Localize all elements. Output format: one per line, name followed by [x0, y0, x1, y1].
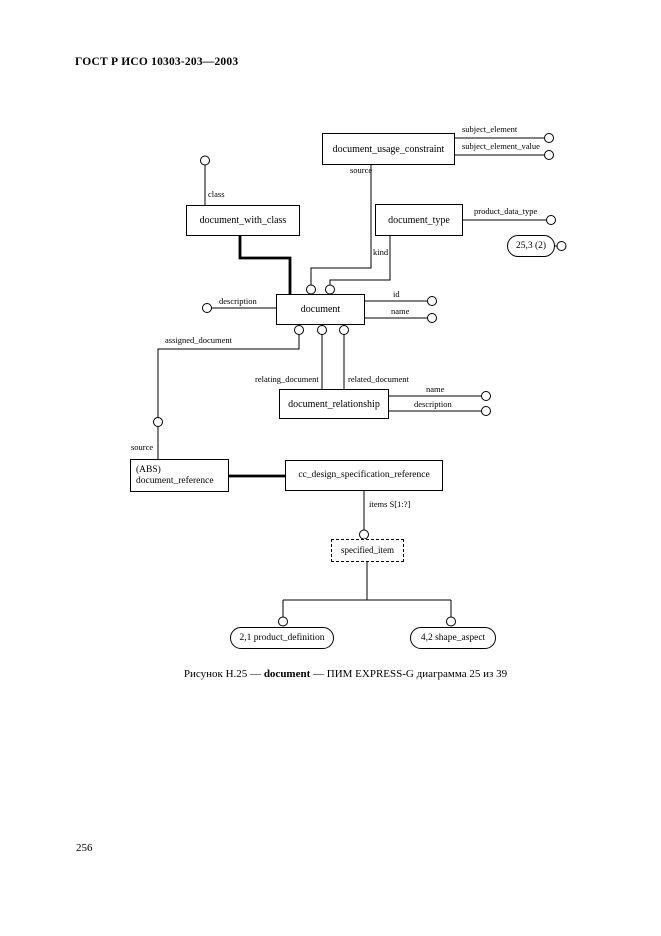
- attribute-lines: [157, 137, 557, 617]
- circle-description-document: [202, 303, 212, 313]
- entity-document-reference: (ABS) document_reference: [130, 459, 229, 492]
- label-source-reference: source: [131, 442, 154, 452]
- label-id: id: [393, 289, 400, 299]
- circle-pageref: [556, 241, 567, 251]
- circle-subject-element: [544, 133, 554, 143]
- entity-document: document: [276, 294, 365, 325]
- figure-caption-entity: document: [263, 668, 311, 680]
- page-header: ГОСТ Р ИСО 10303-203—2003: [75, 56, 239, 68]
- circle-related-document: [339, 325, 349, 335]
- circle-id: [427, 296, 437, 306]
- label-description-document: description: [219, 296, 257, 306]
- label-subject-element-value: subject_element_value: [462, 141, 540, 151]
- label-name-relationship: name: [426, 384, 445, 394]
- label-name-document: name: [391, 306, 410, 316]
- circle-assigned-document: [294, 325, 304, 335]
- supertype-thick-lines: [229, 236, 292, 478]
- page-number: 256: [76, 842, 93, 854]
- circle-relating-document: [317, 325, 327, 335]
- circle-product-definition: [278, 616, 288, 627]
- entity-document-with-class: document_with_class: [186, 205, 300, 236]
- circle-shape-aspect: [446, 616, 456, 627]
- figure-caption: Рисунок Н.25 — document — ПИМ EXPRESS-G …: [30, 668, 661, 680]
- label-related-document: related_document: [348, 374, 409, 384]
- circle-source-usage: [306, 284, 316, 295]
- label-relating-document: relating_document: [255, 374, 319, 384]
- page-ref-shape-aspect: 4,2 shape_aspect: [410, 627, 496, 649]
- label-assigned-document: assigned_document: [165, 335, 233, 345]
- entity-document-relationship: document_relationship: [279, 389, 389, 419]
- attribute-end-circles: [153, 133, 567, 627]
- label-subject-element: subject_element: [462, 124, 518, 134]
- label-class: class: [208, 189, 225, 199]
- circle-items: [359, 529, 369, 540]
- circle-name-relationship: [481, 391, 491, 401]
- entity-document-reference-abs-tag: (ABS): [136, 465, 161, 476]
- circle-description-relationship: [481, 406, 491, 416]
- entity-document-reference-name: document_reference: [136, 475, 214, 486]
- page-ref-25-3: 25,3 (2): [507, 235, 555, 257]
- figure-caption-suffix: — ПИМ EXPRESS-G диаграмма 25 из 39: [310, 668, 508, 680]
- wire-source-usage: [310, 165, 372, 285]
- entity-cc-design-specification-reference: cc_design_specification_reference: [285, 460, 443, 491]
- select-specified-item: specified_item: [331, 539, 404, 562]
- label-product-data-type: product_data_type: [474, 206, 538, 216]
- circle-subject-element-value: [544, 150, 554, 160]
- circle-source-reference: [153, 417, 163, 427]
- circle-name-document: [427, 313, 437, 323]
- circle-product-data-type: [546, 215, 556, 225]
- wire-assigned-document: [157, 334, 300, 418]
- label-kind: kind: [373, 247, 389, 257]
- thick-wire-with-class-to-document: [238, 236, 292, 294]
- label-items: items S[1:?]: [369, 499, 411, 509]
- label-source-usage: source: [350, 165, 373, 175]
- label-description-relationship: description: [414, 399, 452, 409]
- circle-class: [200, 155, 210, 166]
- figure-caption-prefix: Рисунок Н.25 —: [183, 668, 264, 680]
- page-ref-product-definition: 2,1 product_definition: [230, 627, 334, 649]
- circle-kind: [325, 284, 335, 295]
- wire-kind: [329, 236, 391, 285]
- entity-document-usage-constraint: document_usage_constraint: [322, 133, 455, 165]
- entity-document-type: document_type: [375, 204, 463, 236]
